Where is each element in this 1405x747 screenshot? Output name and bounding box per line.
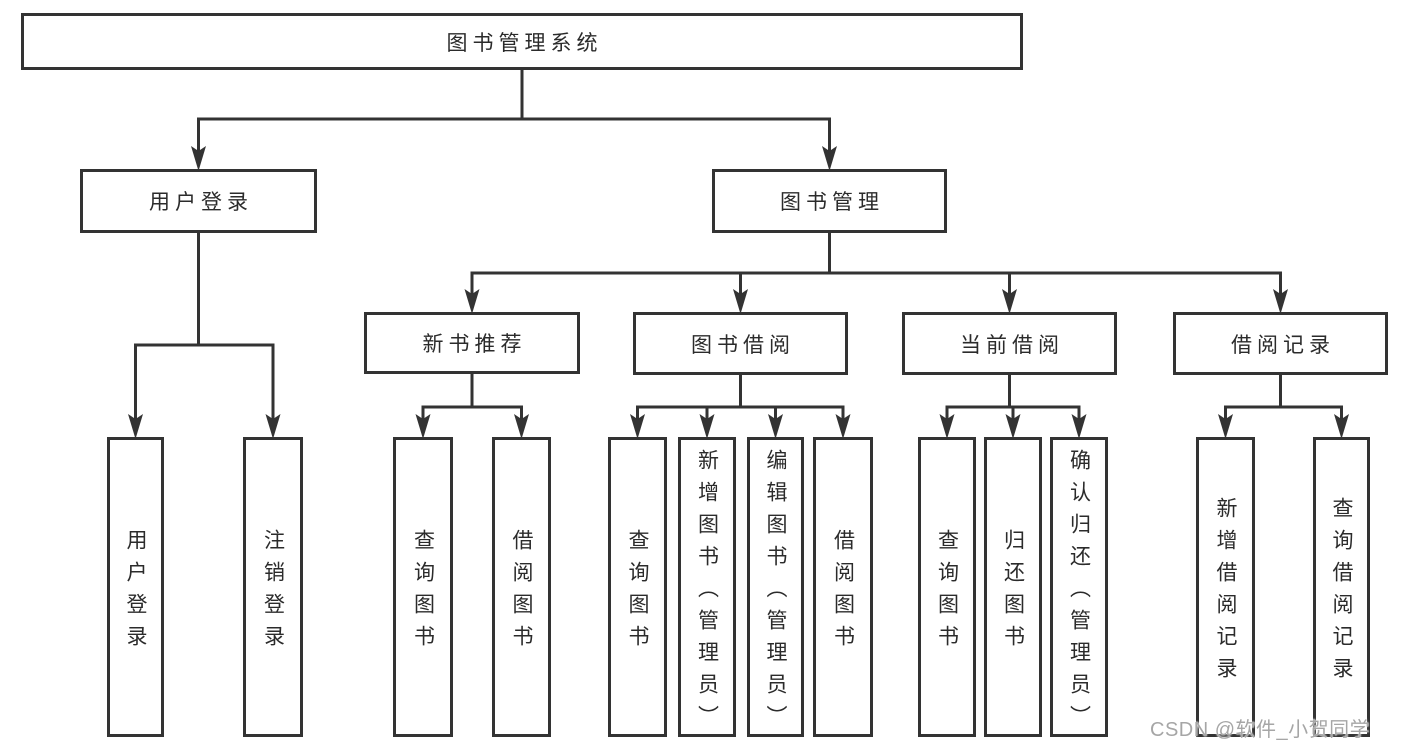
node-book-management: 图书管理: [712, 169, 947, 233]
node-label: 图书管理系统: [446, 31, 603, 55]
node-label: 查询图书: [626, 528, 649, 657]
node-book-borrow: 图书借阅: [633, 312, 848, 375]
node-leaf-bb-borrow: 借阅图书: [813, 437, 873, 737]
node-leaf-bb-edit: 编辑图书（管理员）: [747, 437, 804, 737]
node-label: 新书推荐: [422, 333, 527, 356]
node-leaf-bb-add: 新增图书（管理员）: [678, 437, 736, 737]
node-new-book-recommend: 新书推荐: [364, 312, 580, 374]
node-user-login: 用户登录: [80, 169, 317, 233]
node-label: 查询借阅记录: [1330, 496, 1353, 689]
node-label: 借阅图书: [510, 528, 533, 657]
node-borrow-records: 借阅记录: [1173, 312, 1388, 375]
node-label: 查询图书: [935, 528, 959, 657]
node-leaf-logout: 注销登录: [243, 437, 303, 737]
node-label: 图书借阅: [691, 333, 795, 357]
node-label: 编辑图书（管理员）: [764, 448, 787, 737]
node-leaf-br-query: 查询借阅记录: [1313, 437, 1370, 737]
node-label: 归还图书: [1001, 528, 1025, 657]
node-leaf-cb-query: 查询图书: [918, 437, 976, 737]
node-leaf-nb-query: 查询图书: [393, 437, 453, 737]
watermark: CSDN @软件_小贺同学: [1150, 719, 1371, 741]
node-leaf-cb-confirm: 确认归还（管理员）: [1050, 437, 1108, 737]
node-label: 确认归还（管理员）: [1067, 448, 1091, 737]
node-label: 新增借阅记录: [1214, 496, 1237, 689]
node-leaf-nb-borrow: 借阅图书: [492, 437, 551, 737]
node-label: 查询图书: [411, 528, 435, 657]
node-label: 用户登录: [149, 191, 253, 214]
node-label: 新增图书（管理员）: [695, 448, 719, 737]
node-leaf-bb-query: 查询图书: [608, 437, 667, 737]
node-label: 借阅图书: [831, 528, 855, 657]
node-label: 注销登录: [261, 528, 285, 657]
node-label: 当前借阅: [960, 333, 1064, 357]
node-root: 图书管理系统: [21, 13, 1023, 70]
node-label: 借阅记录: [1231, 333, 1335, 357]
node-label: 用户登录: [124, 528, 147, 657]
node-current-borrow: 当前借阅: [902, 312, 1117, 375]
node-leaf-user-login: 用户登录: [107, 437, 164, 737]
node-leaf-br-add: 新增借阅记录: [1196, 437, 1255, 737]
node-leaf-cb-return: 归还图书: [984, 437, 1042, 737]
node-label: 图书管理: [780, 191, 884, 214]
